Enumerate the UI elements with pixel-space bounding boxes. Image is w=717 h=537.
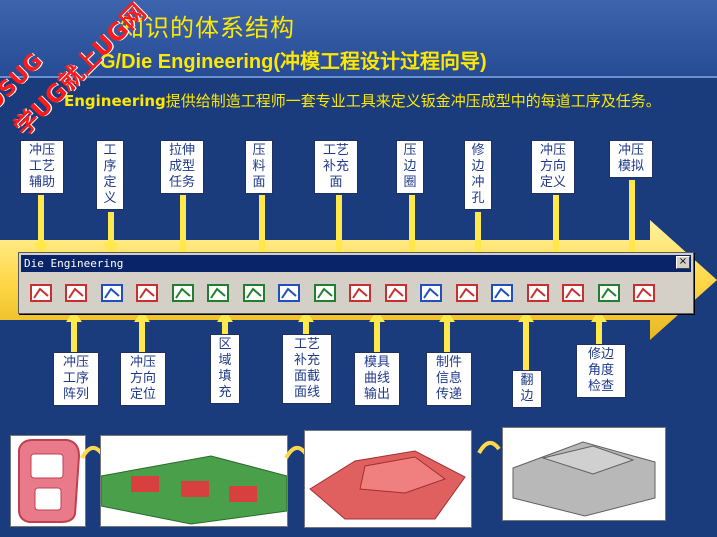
part-info-transfer-icon <box>418 280 444 306</box>
label-stretch-form: 拉伸 成型 任务 <box>160 140 204 194</box>
connector-2 <box>108 212 114 245</box>
connector-9 <box>629 180 635 255</box>
connector-4 <box>259 195 265 255</box>
press-aid-icon <box>28 280 54 306</box>
label-press-orient: 冲压 方向 定位 <box>120 352 166 406</box>
part-image-graphic <box>11 436 85 526</box>
connector-b3 <box>222 320 228 334</box>
connector-8 <box>553 195 559 255</box>
header-divider <box>0 76 717 78</box>
label-blank-face: 压 料 面 <box>245 140 273 194</box>
addendum-section-icon <box>276 280 302 306</box>
arrow-curl-3 <box>476 435 502 457</box>
trim-pierce-icon <box>454 280 480 306</box>
label-region-fill: 区 域 填 充 <box>210 334 240 404</box>
toolbar-button-16[interactable] <box>556 277 592 309</box>
connector-5 <box>336 195 342 255</box>
connector-b4 <box>303 320 309 334</box>
trim-angle-check-icon <box>560 280 586 306</box>
connector-b2 <box>139 320 145 352</box>
toolbar-button-7[interactable] <box>236 277 272 309</box>
toolbar-button-4[interactable] <box>130 277 166 309</box>
label-press-simulation: 冲压 模拟 <box>609 140 653 178</box>
toolbar-button-13[interactable] <box>449 277 485 309</box>
label-process-define: 工 序 定 义 <box>96 140 124 210</box>
process-addendum-icon <box>312 280 338 306</box>
connector-1 <box>38 195 44 245</box>
toolbar-button-15[interactable] <box>520 277 556 309</box>
label-flange: 翻 边 <box>512 370 542 408</box>
label-addendum-section: 工艺 补充 面截 面线 <box>282 334 332 404</box>
label-trim-pierce: 修 边 冲 孔 <box>464 140 492 210</box>
toolbar-button-1[interactable] <box>23 277 59 309</box>
label-binder-ring: 压 边 圈 <box>396 140 424 194</box>
toolbar-button-12[interactable] <box>414 277 450 309</box>
toolbar-button-8[interactable] <box>272 277 308 309</box>
label-process-addendum: 工艺 补充 面 <box>314 140 358 194</box>
last-tool-icon <box>631 280 657 306</box>
image-process-layout <box>100 435 288 527</box>
toolbar-button-14[interactable] <box>485 277 521 309</box>
label-press-direction: 冲压 方向 定义 <box>531 140 575 194</box>
region-fill-icon <box>205 280 231 306</box>
flange-icon <box>489 280 515 306</box>
connector-b6 <box>444 320 450 352</box>
die-assembly-graphic <box>503 428 665 520</box>
toolbar-icons <box>23 277 662 309</box>
connector-3 <box>180 195 186 255</box>
intro-text: Engineering提供给制造工程师一套专业工具来定义钣金冲压成型中的每道工序… <box>20 90 700 112</box>
toolbar-button-11[interactable] <box>378 277 414 309</box>
intro-bold: Engineering <box>64 92 166 110</box>
intro-body: 提供给制造工程师一套专业工具来定义钣金冲压成型中的每道工序及任务。 <box>166 92 661 110</box>
press-simulation-icon <box>596 280 622 306</box>
press-direction-icon <box>525 280 551 306</box>
toolbar-button-9[interactable] <box>307 277 343 309</box>
stretch-form-icon <box>170 280 196 306</box>
toolbar-button-18[interactable] <box>627 277 663 309</box>
connector-b8 <box>596 320 602 344</box>
binder-ring-icon <box>383 280 409 306</box>
blank-face-icon <box>241 280 267 306</box>
image-die-assembly <box>502 427 666 521</box>
process-layout-graphic <box>101 436 287 526</box>
image-part <box>10 435 86 527</box>
toolbar-button-2[interactable] <box>59 277 95 309</box>
toolbar-title: Die Engineering <box>21 255 691 272</box>
connector-b7 <box>523 320 529 370</box>
toolbar-close-button[interactable]: × <box>676 256 690 269</box>
page-subtitle: G/Die Engineering(冲模工程设计过程向导) <box>100 45 487 74</box>
label-die-curve-output: 模具 曲线 输出 <box>354 352 400 406</box>
connector-6 <box>409 195 415 255</box>
press-sequence-array-icon <box>63 280 89 306</box>
process-define-icon <box>99 280 125 306</box>
toolbar-button-3[interactable] <box>94 277 130 309</box>
press-orient-icon <box>134 280 160 306</box>
label-trim-angle-check: 修边 角度 检查 <box>576 344 626 398</box>
label-part-info-transfer: 制件 信息 传递 <box>426 352 472 406</box>
toolbar-button-6[interactable] <box>201 277 237 309</box>
die-engineering-toolbar: Die Engineering × <box>18 252 694 314</box>
page-title: 知识的体系结构 <box>120 8 295 43</box>
toolbar-button-5[interactable] <box>165 277 201 309</box>
connector-b5 <box>374 320 380 352</box>
connector-7 <box>475 212 481 257</box>
image-draw-die <box>304 430 472 528</box>
toolbar-button-10[interactable] <box>343 277 379 309</box>
label-press-sequence-array: 冲压 工序 阵列 <box>53 352 99 406</box>
die-curve-output-icon <box>347 280 373 306</box>
toolbar-button-17[interactable] <box>591 277 627 309</box>
label-press-aid: 冲压 工艺 辅助 <box>20 140 64 194</box>
draw-die-graphic <box>305 431 471 527</box>
connector-b1 <box>71 320 77 352</box>
